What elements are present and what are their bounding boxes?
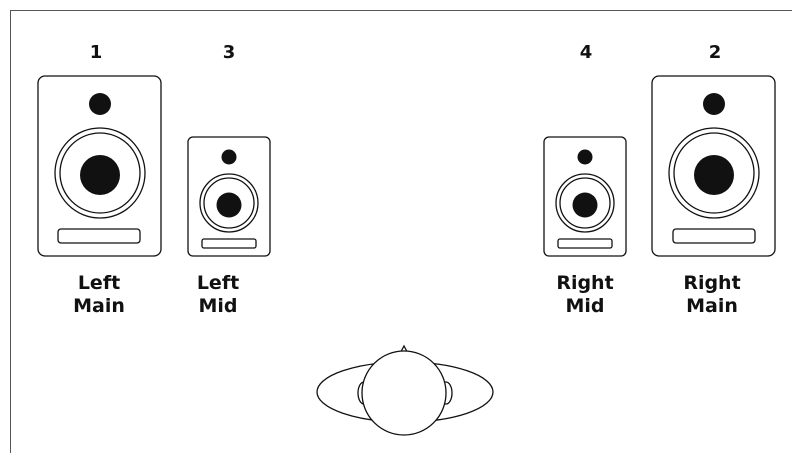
speaker-label-left-mid: Left Mid [163,272,273,318]
diagram-frame [10,10,792,453]
speaker-number-left-main: 1 [89,42,103,63]
speaker-label-right-mid: Right Mid [530,272,640,318]
speaker-label-right-main: Right Main [657,272,767,318]
speaker-number-right-main: 2 [708,42,722,63]
speaker-label-line1: Right [556,272,614,294]
speaker-label-line2: Main [686,295,738,317]
speaker-label-line2: Mid [565,295,605,317]
speaker-left-mid [187,136,271,257]
speaker-label-line2: Mid [198,295,238,317]
speaker-right-mid [543,136,627,257]
listener-head-icon [316,344,494,436]
speaker-number-left-mid: 3 [222,42,236,63]
speaker-label-left-main: Left Main [44,272,154,318]
speaker-left-main [37,75,162,257]
speaker-label-line1: Left [77,272,121,294]
speaker-right-main [651,75,776,257]
speaker-label-line1: Right [683,272,741,294]
speaker-number-right-mid: 4 [579,42,593,63]
speaker-label-line2: Main [73,295,125,317]
speaker-label-line1: Left [196,272,240,294]
